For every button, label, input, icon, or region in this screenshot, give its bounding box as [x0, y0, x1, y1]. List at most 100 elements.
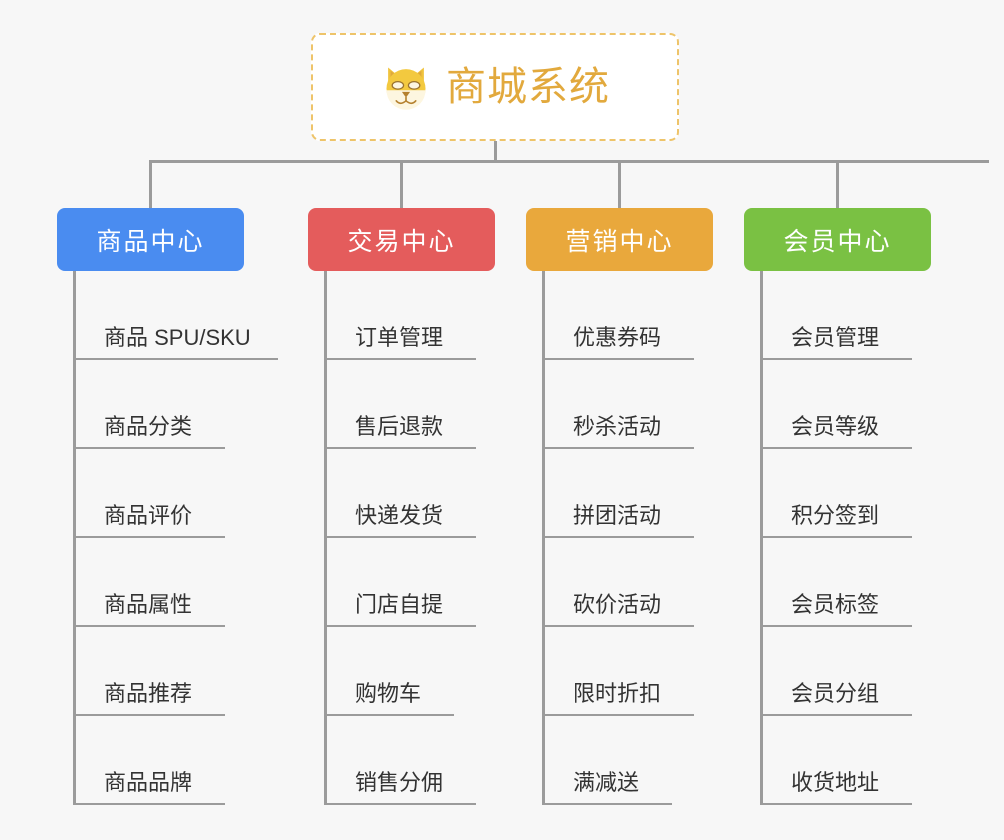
category-header-3[interactable]: 营销中心 — [526, 208, 713, 271]
leaf-item[interactable]: 订单管理 — [308, 271, 495, 360]
category-header-4[interactable]: 会员中心 — [744, 208, 931, 271]
leaf-list-3: 优惠券码 秒杀活动 拼团活动 砍价活动 限时折扣 满减送 — [526, 271, 713, 805]
leaf-item[interactable]: 会员等级 — [744, 360, 931, 449]
leaf-underline — [324, 536, 476, 538]
leaf-label: 会员标签 — [791, 592, 880, 617]
leaf-underline — [760, 803, 912, 805]
leaf-underline — [542, 447, 694, 449]
leaf-item[interactable]: 秒杀活动 — [526, 360, 713, 449]
leaf-label: 秒杀活动 — [573, 414, 662, 439]
leaf-label: 商品推荐 — [104, 681, 193, 706]
leaf-label: 商品 SPU/SKU — [104, 325, 251, 350]
leaf-underline — [542, 714, 694, 716]
leaf-underline — [760, 447, 912, 449]
leaf-item[interactable]: 商品推荐 — [57, 627, 244, 716]
leaf-underline — [324, 625, 476, 627]
leaf-label: 订单管理 — [355, 325, 444, 350]
leaf-underline — [324, 803, 476, 805]
leaf-item[interactable]: 商品品牌 — [57, 716, 244, 805]
leaf-label: 商品评价 — [104, 503, 193, 528]
root-node[interactable]: 商城系统 — [311, 33, 679, 141]
drop-connector-1 — [149, 160, 152, 208]
leaf-underline — [73, 447, 225, 449]
shiba-dog-face-icon — [380, 61, 432, 113]
leaf-item[interactable]: 售后退款 — [308, 360, 495, 449]
leaf-label: 优惠券码 — [573, 325, 662, 350]
leaf-underline — [73, 625, 225, 627]
leaf-label: 销售分佣 — [355, 770, 444, 795]
root-title: 商城系统 — [446, 65, 610, 109]
leaf-label: 拼团活动 — [573, 503, 662, 528]
category-column-3: 营销中心 优惠券码 秒杀活动 拼团活动 砍价活动 限时折扣 — [526, 208, 713, 805]
leaf-item[interactable]: 购物车 — [308, 627, 495, 716]
leaf-underline — [73, 714, 225, 716]
category-column-2: 交易中心 订单管理 售后退款 快递发货 门店自提 购物车 — [308, 208, 495, 805]
leaf-underline — [324, 447, 476, 449]
leaf-underline — [542, 536, 694, 538]
category-label-2: 交易中心 — [347, 227, 456, 256]
leaf-item[interactable]: 商品评价 — [57, 449, 244, 538]
leaf-item[interactable]: 商品 SPU/SKU — [57, 271, 278, 360]
category-header-1[interactable]: 商品中心 — [57, 208, 244, 271]
leaf-label: 购物车 — [355, 681, 422, 706]
leaf-label: 商品分类 — [104, 414, 193, 439]
leaf-label: 会员管理 — [791, 325, 880, 350]
category-column-4: 会员中心 会员管理 会员等级 积分签到 会员标签 会员分组 — [744, 208, 931, 805]
leaf-item[interactable]: 满减送 — [526, 716, 713, 805]
leaf-label: 收货地址 — [791, 770, 880, 795]
leaf-item[interactable]: 拼团活动 — [526, 449, 713, 538]
leaf-item[interactable]: 优惠券码 — [526, 271, 713, 360]
leaf-label: 会员等级 — [791, 414, 880, 439]
leaf-underline — [324, 358, 476, 360]
leaf-label: 满减送 — [573, 770, 640, 795]
leaf-underline — [542, 803, 672, 805]
leaf-item[interactable]: 商品属性 — [57, 538, 244, 627]
category-header-2[interactable]: 交易中心 — [308, 208, 495, 271]
leaf-underline — [73, 536, 225, 538]
leaf-label: 快递发货 — [355, 503, 444, 528]
leaf-item[interactable]: 限时折扣 — [526, 627, 713, 716]
category-column-1: 商品中心 商品 SPU/SKU 商品分类 商品评价 商品属性 商品推荐 — [57, 208, 278, 805]
drop-connector-2 — [400, 160, 403, 208]
leaf-item[interactable]: 会员标签 — [744, 538, 931, 627]
leaf-list-1: 商品 SPU/SKU 商品分类 商品评价 商品属性 商品推荐 商品品牌 — [57, 271, 278, 805]
leaf-label: 限时折扣 — [573, 681, 662, 706]
leaf-underline — [760, 714, 912, 716]
leaf-underline — [73, 358, 278, 360]
root-stem-connector — [494, 141, 497, 162]
leaf-item[interactable]: 收货地址 — [744, 716, 931, 805]
leaf-item[interactable]: 砍价活动 — [526, 538, 713, 627]
leaf-underline — [760, 358, 912, 360]
category-label-4: 会员中心 — [783, 227, 892, 256]
leaf-label: 商品品牌 — [104, 770, 193, 795]
leaf-item[interactable]: 门店自提 — [308, 538, 495, 627]
leaf-item[interactable]: 会员分组 — [744, 627, 931, 716]
leaf-underline — [760, 536, 912, 538]
leaf-label: 会员分组 — [791, 681, 880, 706]
leaf-list-4: 会员管理 会员等级 积分签到 会员标签 会员分组 收货地址 — [744, 271, 931, 805]
leaf-spine-4 — [760, 271, 763, 805]
leaf-item[interactable]: 会员管理 — [744, 271, 931, 360]
horizontal-bus-connector — [149, 160, 989, 163]
drop-connector-3 — [618, 160, 621, 208]
leaf-label: 砍价活动 — [573, 592, 662, 617]
leaf-label: 商品属性 — [104, 592, 193, 617]
category-label-1: 商品中心 — [96, 227, 205, 256]
leaf-spine-1 — [73, 271, 76, 805]
leaf-spine-3 — [542, 271, 545, 805]
leaf-underline — [760, 625, 912, 627]
leaf-item[interactable]: 快递发货 — [308, 449, 495, 538]
leaf-underline — [73, 803, 225, 805]
leaf-underline — [324, 714, 454, 716]
leaf-underline — [542, 625, 694, 627]
leaf-item[interactable]: 商品分类 — [57, 360, 244, 449]
leaf-item[interactable]: 销售分佣 — [308, 716, 495, 805]
category-label-3: 营销中心 — [565, 227, 674, 256]
leaf-spine-2 — [324, 271, 327, 805]
leaf-label: 积分签到 — [791, 503, 880, 528]
leaf-label: 售后退款 — [355, 414, 444, 439]
leaf-item[interactable]: 积分签到 — [744, 449, 931, 538]
leaf-underline — [542, 358, 694, 360]
drop-connector-4 — [836, 160, 839, 208]
